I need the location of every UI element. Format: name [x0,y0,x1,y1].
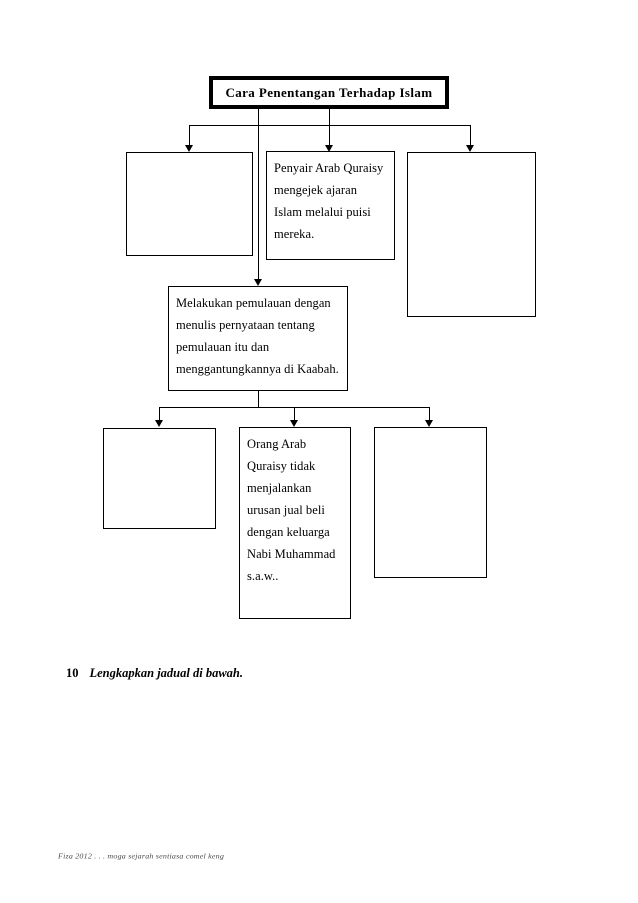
text-line: mereka. [274,227,315,241]
page-footer: Fiza 2012 . . . moga sejarah sentiasa co… [58,852,225,861]
connector-level3-stem [258,391,259,407]
flowchart-box-empty-l2-right[interactable] [407,152,536,317]
flowchart-box-penyair-arab-quraisy: Penyair Arab Quraisy mengejek ajaran Isl… [266,151,395,260]
arrow-down-icon [155,420,163,427]
arrow-down-icon [425,420,433,427]
connector-level2-right-drop [470,125,471,146]
flowchart-box-empty-l4-left[interactable] [103,428,216,529]
text-line: Quraisy tidak [247,459,316,473]
flowchart-box-orang-arab-quraisy: Orang Arab Quraisy tidak menjalankan uru… [239,427,351,619]
text-line: s.a.w.. [247,569,279,583]
text-line: urusan jual beli [247,503,325,517]
connector-level4-middle-drop [294,407,295,421]
flowchart-box-melakukan-pemulauan: Melakukan pemulauan dengan menulis perny… [168,286,348,391]
flowchart-box-empty-l4-right[interactable] [374,427,487,578]
text-line: menggantungkannya di Kaabah. [176,362,339,376]
flowchart-box-orang-arab-quraisy-label: Orang Arab Quraisy tidak menjalankan uru… [247,433,346,587]
question-instruction: 10 Lengkapkan jadual di bawah. [66,666,243,681]
connector-level2-left-drop [189,125,190,146]
connector-root-to-level3-spine [258,109,259,281]
text-line: mengejek ajaran [274,183,357,197]
flowchart-box-empty-l2-left[interactable] [126,152,253,256]
arrow-down-icon [290,420,298,427]
connector-level2-middle-drop [329,125,330,146]
flowchart-box-melakukan-pemulauan-label: Melakukan pemulauan dengan menulis perny… [176,292,343,380]
arrow-down-icon [325,145,333,152]
connector-root-stem [329,109,330,125]
text-line: Orang Arab [247,437,307,451]
question-number: 10 [66,666,79,680]
arrow-down-icon [185,145,193,152]
arrow-down-icon [254,279,262,286]
text-line: Penyair Arab Quraisy [274,161,384,175]
text-line: pemulauan itu dan [176,340,270,354]
connector-level4-right-drop [429,407,430,421]
arrow-down-icon [466,145,474,152]
text-line: dengan keluarga [247,525,330,539]
connector-level4-left-drop [159,407,160,421]
text-line: Nabi Muhammad [247,547,336,561]
text-line: menjalankan [247,481,312,495]
text-line: Islam melalui puisi [274,205,371,219]
text-line: Melakukan pemulauan dengan [176,296,331,310]
flowchart-box-penyair-arab-quraisy-label: Penyair Arab Quraisy mengejek ajaran Isl… [274,157,390,245]
text-line: menulis pernyataan tentang [176,318,315,332]
flowchart-root-label: Cara Penentangan Terhadap Islam [225,85,433,100]
question-text: Lengkapkan jadual di bawah. [89,666,244,680]
flowchart-root-box: Cara Penentangan Terhadap Islam [209,76,449,109]
